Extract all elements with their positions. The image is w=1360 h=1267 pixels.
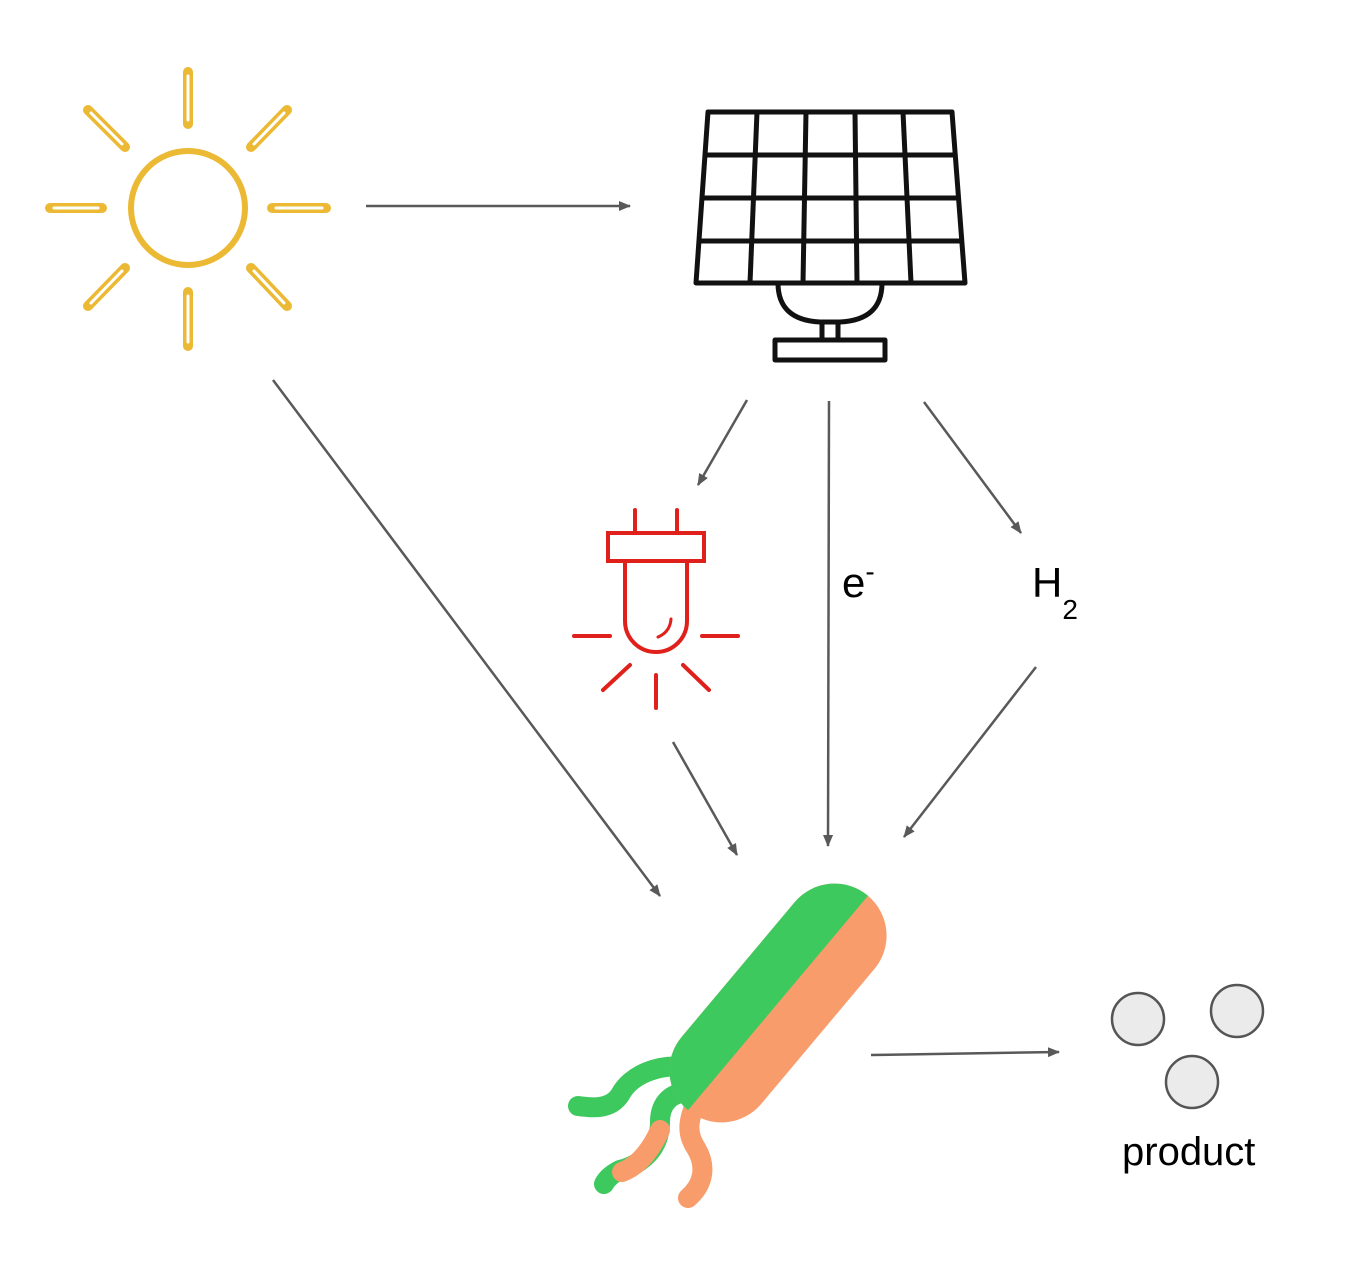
electron-label-superscript: - <box>865 556 874 587</box>
arrow-hydrogen-to-bacterium <box>903 666 1037 838</box>
product-label: product <box>1122 1130 1255 1174</box>
product-particle <box>1209 983 1265 1039</box>
arrow-led-to-bacterium <box>671 741 739 856</box>
hydrogen-label: H2 <box>1032 559 1078 625</box>
arrow-bacterium-to-product <box>870 1047 1060 1058</box>
electron-label-base: e <box>842 559 865 606</box>
hydrogen-label-base: H <box>1032 559 1062 606</box>
product-particle <box>1164 1054 1220 1110</box>
bacterium-icon <box>568 862 908 1208</box>
hydrogen-label-subscript: 2 <box>1062 594 1078 625</box>
electron-label: e- <box>842 556 875 606</box>
arrow-panel-to-led <box>696 399 749 486</box>
arrow-panel-to-bacterium-electrons <box>823 400 834 847</box>
arrow-panel-to-hydrogen <box>922 401 1023 534</box>
solar-panel-icon <box>693 109 968 363</box>
product-particles-icon <box>1110 983 1265 1110</box>
arrow-sun-to-bacterium <box>272 379 661 897</box>
arrows <box>272 201 1060 1058</box>
sun-icon <box>45 67 331 351</box>
product-particle <box>1110 991 1166 1047</box>
led-light-icon <box>572 508 740 710</box>
